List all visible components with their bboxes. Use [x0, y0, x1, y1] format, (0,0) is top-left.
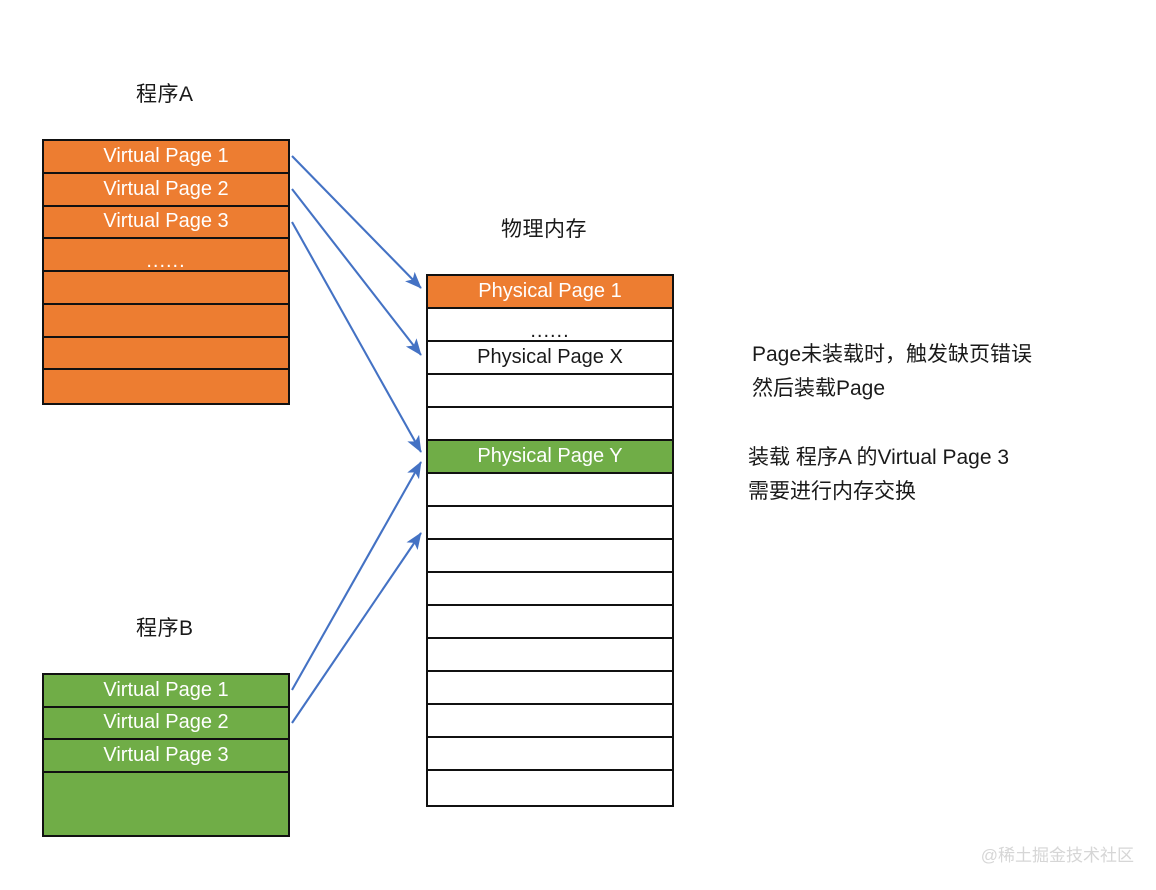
physical-row-16 [428, 771, 672, 804]
physical-row-11 [428, 606, 672, 639]
program-a-row-2: Virtual Page 2 [44, 173, 288, 207]
arrow-a-vp1-to-physical-page-1 [291, 155, 422, 289]
note-memory-swap: 装载 程序A 的Virtual Page 3 需要进行内存交换 [748, 441, 1009, 509]
physical-row-15 [428, 738, 672, 771]
physical-memory-ellipsis: ...... [530, 319, 570, 342]
program-a-ellipsis: ...... [146, 249, 186, 272]
physical-row-2: ...... [428, 309, 672, 342]
note-page-fault-line-2: 然后装载Page [752, 377, 886, 400]
program-a-row-2-label: Virtual Page 2 [103, 177, 229, 200]
physical-row-6-label: Physical Page Y [477, 445, 623, 467]
program-a-row-8 [44, 370, 288, 403]
physical-row-8 [428, 507, 672, 540]
program-b-row-2-label: Virtual Page 2 [103, 711, 229, 734]
program-b-title: 程序B [136, 617, 194, 640]
physical-row-6: Physical Page Y [428, 441, 672, 474]
program-b-row-2: Virtual Page 2 [44, 707, 288, 741]
physical-row-14 [428, 705, 672, 738]
physical-row-13 [428, 672, 672, 705]
physical-row-5 [428, 408, 672, 441]
program-b-row-4 [44, 772, 288, 836]
program-b-row-1-label: Virtual Page 1 [103, 678, 229, 701]
program-b-row-3-label: Virtual Page 3 [103, 744, 229, 767]
physical-row-12 [428, 639, 672, 672]
arrow-b-vp1-to-physical-page-y [291, 461, 422, 691]
note-page-fault: Page未装载时，触发缺页错误 然后装载Page [752, 338, 1032, 406]
program-a-row-3-label: Virtual Page 3 [103, 210, 229, 233]
physical-row-3-label: Physical Page X [477, 346, 623, 368]
physical-row-1: Physical Page 1 [428, 276, 672, 309]
physical-row-7 [428, 474, 672, 507]
program-b-row-3: Virtual Page 3 [44, 740, 288, 773]
physical-row-10 [428, 573, 672, 606]
note-memory-swap-line-2: 需要进行内存交换 [748, 480, 916, 503]
program-a-row-5 [44, 272, 288, 305]
arrow-a-vp3-to-physical-page-y [291, 221, 422, 453]
program-a-row-1-label: Virtual Page 1 [103, 144, 229, 167]
physical-row-1-label: Physical Page 1 [478, 280, 622, 302]
arrow-a-vp2-to-physical-page-x [291, 188, 422, 356]
physical-row-4 [428, 375, 672, 408]
physical-memory-block: Physical Page 1 ...... Physical Page X P… [426, 274, 674, 807]
physical-row-9 [428, 540, 672, 573]
program-a-title: 程序A [136, 83, 194, 106]
program-b-row-1: Virtual Page 1 [44, 675, 288, 708]
program-a-row-4: ...... [44, 239, 288, 272]
note-memory-swap-line-1: 装载 程序A 的Virtual Page 3 [748, 446, 1010, 469]
program-a-row-1: Virtual Page 1 [44, 141, 288, 174]
arrow-b-vp2-to-physical-free-row [291, 532, 422, 724]
watermark: @稀土掘金技术社区 [980, 846, 1134, 865]
physical-memory-title: 物理内存 [501, 218, 587, 241]
program-a-row-6 [44, 304, 288, 338]
program-a-memory-block: Virtual Page 1 Virtual Page 2 Virtual Pa… [42, 139, 290, 405]
program-a-row-3: Virtual Page 3 [44, 206, 288, 240]
note-page-fault-line-1: Page未装载时，触发缺页错误 [752, 343, 1033, 366]
physical-row-3: Physical Page X [428, 342, 672, 375]
program-b-memory-block: Virtual Page 1 Virtual Page 2 Virtual Pa… [42, 673, 290, 837]
program-a-row-7 [44, 337, 288, 371]
